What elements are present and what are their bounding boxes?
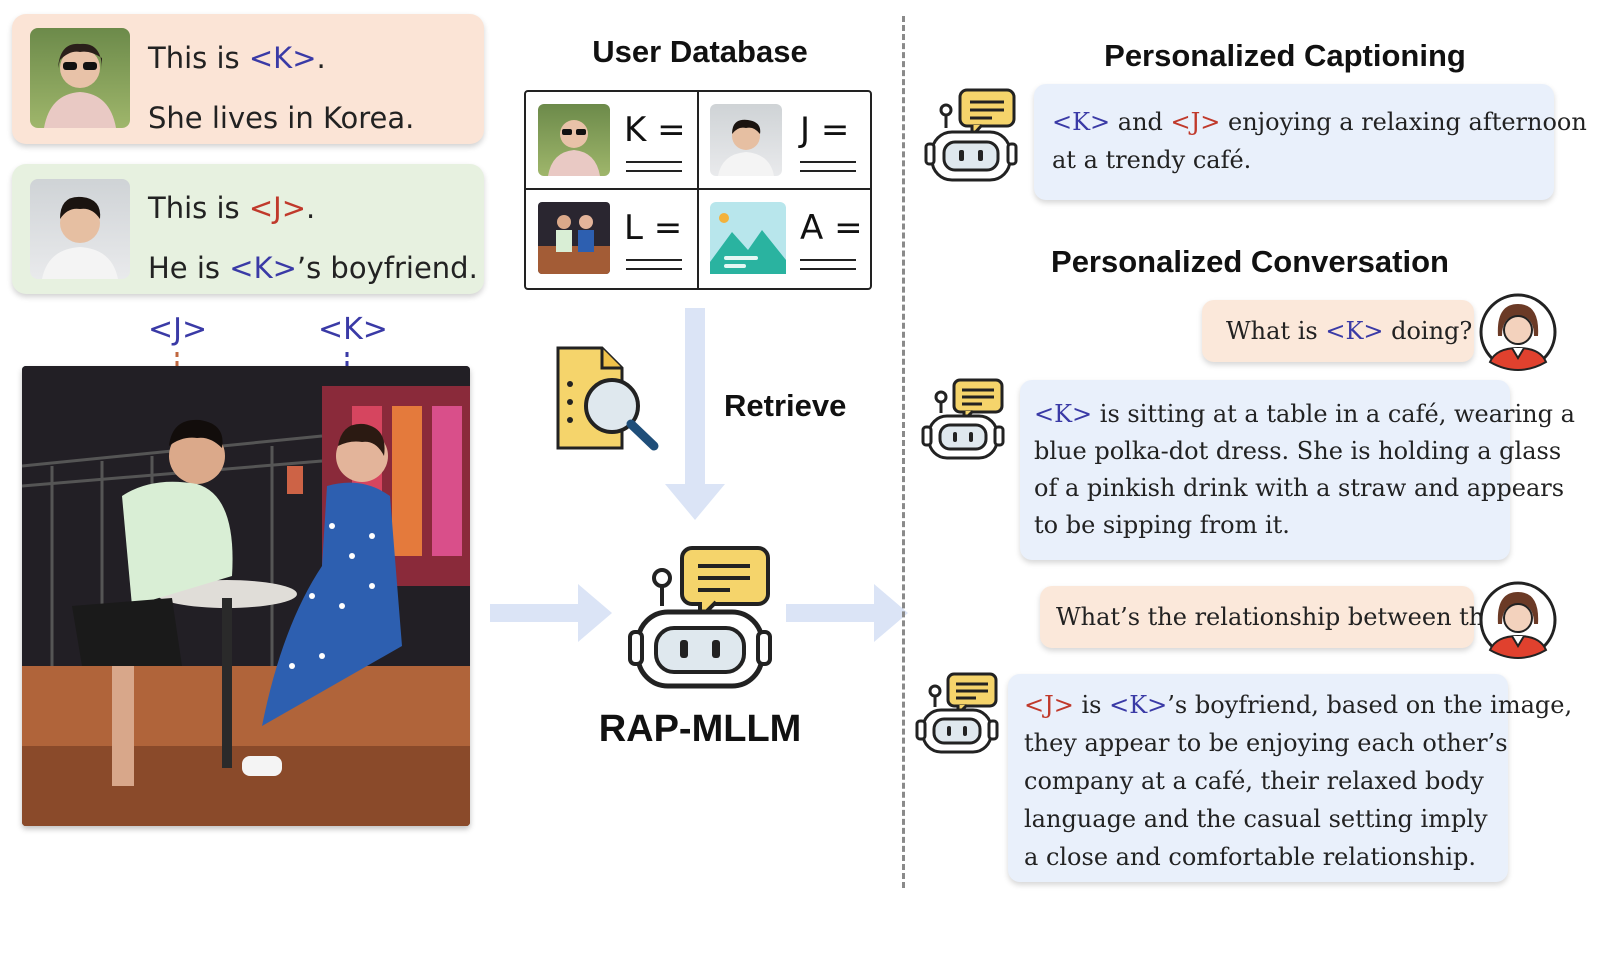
- profile-j-text: This is <J>. He is <K>’s boyfriend.: [148, 191, 478, 285]
- scene-label-j: <J>: [148, 312, 208, 347]
- db-lines-l: [626, 252, 682, 270]
- robot-icon-answer-2: [915, 672, 999, 754]
- image-placeholder-icon: [710, 202, 786, 274]
- portrait-k-photo: [30, 28, 130, 128]
- document-search-icon: [556, 346, 659, 451]
- db-lines-a: [800, 252, 856, 270]
- db-photo-j: [710, 104, 782, 176]
- db-lines-k: [626, 154, 682, 172]
- cafe-scene-photo: [22, 366, 470, 826]
- profile-card-j: This is <J>. He is <K>’s boyfriend.: [12, 164, 484, 294]
- db-lines-j: [800, 154, 856, 172]
- answer-bubble-2: <J> is <K>’s boyfriend, based on the ima…: [1008, 674, 1572, 882]
- answer-bubble-1: <K> is sitting at a table in a café, wea…: [1020, 380, 1575, 560]
- scene-label-k: <K>: [318, 312, 388, 347]
- captioning-title: Personalized Captioning: [1104, 38, 1466, 73]
- robot-icon-answer-1: [921, 378, 1005, 460]
- db-photo-l: [538, 202, 610, 274]
- conversation-title: Personalized Conversation: [1051, 244, 1449, 279]
- user-avatar-icon-2: [1479, 581, 1557, 660]
- caption-bubble: <K> and <J> enjoying a relaxing afternoo…: [1034, 84, 1587, 200]
- db-key-j: J =: [800, 110, 850, 150]
- section-divider: [902, 16, 905, 888]
- database-title: User Database: [592, 34, 808, 69]
- tag-k: <K>: [248, 41, 317, 75]
- user-question-2: What’s the relationship between them?: [1040, 586, 1534, 648]
- db-key-a: A =: [800, 208, 863, 248]
- db-photo-k: [538, 104, 610, 176]
- db-key-l: L =: [624, 208, 683, 248]
- tag-j: <J>: [248, 191, 307, 225]
- robot-icon: [628, 546, 772, 689]
- robot-icon-captioning: [924, 88, 1018, 182]
- user-avatar-icon: [1479, 293, 1557, 372]
- output-arrow: [786, 584, 908, 642]
- user-database-grid: K = J = L = A =: [524, 90, 872, 290]
- profile-k-text: This is <K>. She lives in Korea.: [148, 41, 415, 135]
- retrieve-label: Retrieve: [724, 388, 847, 423]
- input-arrow: [490, 584, 612, 642]
- db-key-k: K =: [624, 110, 686, 150]
- model-label: RAP-MLLM: [598, 708, 802, 750]
- user-question-1: What is <K> doing?: [1202, 300, 1474, 362]
- profile-card-k: This is <K>. She lives in Korea.: [12, 14, 484, 144]
- portrait-j-photo: [30, 179, 130, 279]
- retrieve-arrow: [665, 308, 725, 520]
